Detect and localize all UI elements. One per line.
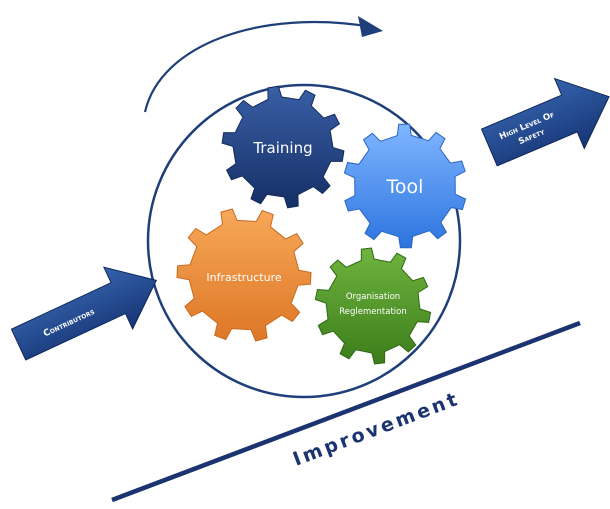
gear-tool-label: Tool: [386, 176, 424, 198]
contributors-arrow: Contributors: [10, 266, 158, 361]
rotation-arrow-curve: [143, 20, 373, 113]
gear-tool: Tool: [343, 123, 467, 249]
gear-training-label: Training: [252, 139, 312, 157]
gear-organisation-label-line1: Organisation: [346, 292, 400, 302]
gear-infrastructure: Infrastructure: [176, 208, 312, 342]
gear-organisation-label-line2: Reglementation: [339, 307, 406, 317]
improvement-line: [111, 320, 581, 503]
safety-arrow: High Level Of Safety: [480, 77, 610, 167]
gear-infrastructure-label: Infrastructure: [206, 271, 282, 284]
gear-organisation: Organisation Reglementation: [314, 247, 432, 365]
gear-training: Training: [221, 85, 345, 209]
rotation-arrow-head: [358, 16, 383, 37]
